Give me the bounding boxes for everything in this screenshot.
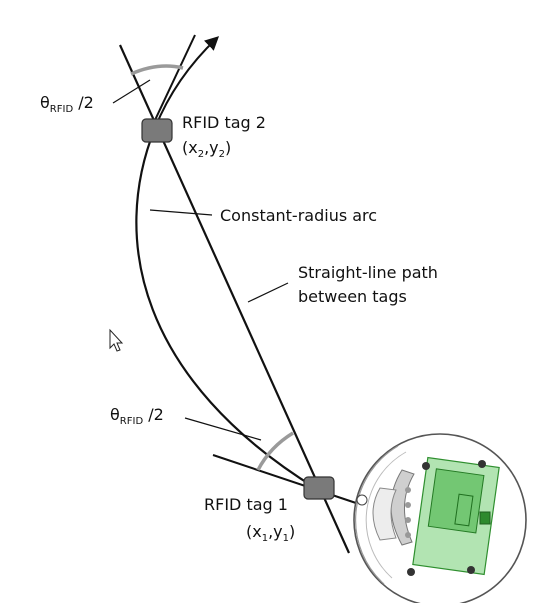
rfid-tag-1: [303, 476, 335, 500]
robot-topview-icon: [353, 433, 527, 603]
tag2-name-label: RFID tag 2: [182, 113, 266, 132]
straight-line-label-2: between tags: [298, 287, 407, 306]
angle-arc-top: [130, 64, 184, 76]
straight-line-label-1: Straight-line path: [298, 263, 438, 282]
tag1-name-label: RFID tag 1: [204, 495, 288, 514]
arc-heading-arrow: [154, 36, 220, 129]
leader-arc: [149, 209, 213, 216]
rfid-tag-2: [141, 118, 173, 143]
tag2-heading-line: [147, 34, 196, 136]
arc-label: Constant-radius arc: [220, 206, 377, 225]
mouse-pointer-icon: [109, 328, 124, 352]
leader-theta-top: [112, 79, 151, 104]
leader-theta-bottom: [184, 417, 262, 441]
theta-label-top: θRFID /2: [40, 93, 94, 115]
leader-straight: [247, 282, 289, 303]
tag1-coord-label: (x1,y1): [246, 522, 295, 544]
constant-radius-arc: [135, 127, 318, 490]
angle-arc-bottom: [256, 431, 294, 471]
theta-label-bottom: θRFID /2: [110, 405, 164, 427]
tag2-coord-label: (x2,y2): [182, 138, 231, 160]
